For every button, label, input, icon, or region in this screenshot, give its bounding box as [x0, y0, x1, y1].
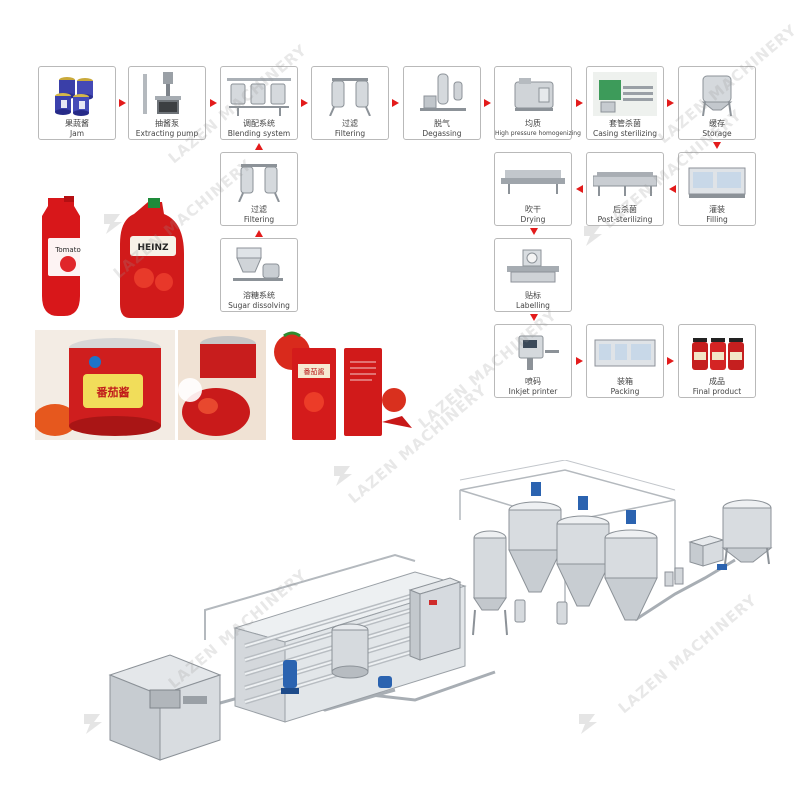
storage-tank-image	[685, 72, 749, 116]
step-label-en: Degassing	[422, 129, 462, 138]
step-label-en: Filling	[706, 215, 728, 224]
inkjet-printer-image	[501, 330, 565, 374]
step-label-cn: 吹干	[525, 205, 541, 214]
step-blending-system: 调配系统 Blending system	[220, 66, 298, 140]
step-post-sterilizing: 后杀菌 Post-sterilizing	[586, 152, 664, 226]
homogenizer-image	[501, 72, 565, 116]
flow-arrow	[667, 357, 674, 365]
flow-arrow	[210, 99, 217, 107]
tube-sterilizer-image	[593, 72, 657, 116]
sachet-label-text: 番茄酱	[304, 367, 325, 376]
ketchup-sachet-photo: 番茄酱	[268, 330, 418, 445]
step-label-cn: 过滤	[342, 119, 358, 128]
ketchup-production-line-3d	[95, 460, 785, 790]
step-label-en: Final product	[692, 387, 742, 396]
step-label-cn: 贴标	[525, 291, 541, 300]
step-jam: 果蔬酱 Jam	[38, 66, 116, 140]
step-drying: 吹干 Drying	[494, 152, 572, 226]
step-labelling: 贴标 Labelling	[494, 238, 572, 312]
step-label-en: Extracting pump	[135, 129, 199, 138]
degasser-image	[410, 72, 474, 116]
flow-arrow	[576, 357, 583, 365]
step-label-en: Sugar dissolving	[228, 301, 290, 310]
bottle-brand-text: Tomato	[54, 246, 81, 254]
blending-tanks-image	[227, 72, 291, 116]
step-label-en: Inkjet printer	[508, 387, 558, 396]
step-filtering-2: 过滤 Filtering	[220, 152, 298, 226]
step-storage: 缓存 Storage	[678, 66, 756, 140]
flow-arrow	[255, 230, 263, 237]
flow-arrow	[484, 99, 491, 107]
step-filtering: 过滤 Filtering	[311, 66, 389, 140]
step-label-cn: 调配系统	[243, 119, 275, 128]
duplex-filter-image	[227, 158, 291, 202]
step-label-en: Packing	[610, 387, 640, 396]
step-label-cn: 装箱	[617, 377, 633, 386]
step-label-cn: 溶糖系统	[243, 291, 275, 300]
flow-arrow	[576, 99, 583, 107]
step-homogenizing: 均质 High pressure homogenizing	[494, 66, 581, 140]
filling-machine-image	[685, 158, 749, 202]
step-label-cn: 均质	[525, 119, 541, 128]
step-final-product: 成品 Final product	[678, 324, 756, 398]
extracting-pump-image	[135, 72, 199, 116]
flow-arrow	[576, 185, 583, 193]
step-label-cn: 果蔬酱	[65, 119, 89, 128]
pouch-brand-text: HEINZ	[137, 243, 169, 253]
step-label-cn: 喷码	[525, 377, 541, 386]
flow-arrow	[255, 143, 263, 150]
can-label-text: 番茄酱	[96, 385, 130, 399]
step-extracting-pump: 抽酱泵 Extracting pump	[128, 66, 206, 140]
step-label-cn: 抽酱泵	[155, 119, 179, 128]
flow-arrow	[530, 314, 538, 321]
labelling-machine-image	[501, 244, 565, 288]
flow-arrow	[119, 99, 126, 107]
step-casing-sterilizing: 套管杀菌 Casing sterilizing	[586, 66, 664, 140]
jam-cans-image	[45, 72, 109, 116]
sugar-dissolver-image	[227, 244, 291, 288]
tomato-paste-can-photo: 番茄酱	[35, 330, 175, 440]
step-filling: 灌装 Filling	[678, 152, 756, 226]
step-label-cn: 过滤	[251, 205, 267, 214]
step-label-en: Post-sterilizing	[597, 215, 653, 224]
step-label-cn: 脱气	[434, 119, 450, 128]
step-label-en: High pressure homogenizing	[495, 130, 581, 137]
step-label-en: Jam	[69, 129, 85, 138]
flow-arrow	[713, 142, 721, 149]
step-label-en: Drying	[520, 215, 546, 224]
tunnel-pasteurizer-image	[593, 158, 657, 202]
step-label-en: Casing sterilizing	[592, 129, 658, 138]
duplex-filter-image	[318, 72, 382, 116]
flow-arrow	[301, 99, 308, 107]
step-label-cn: 套管杀菌	[609, 119, 641, 128]
step-label-cn: 缓存	[709, 119, 725, 128]
step-label-en: Blending system	[227, 129, 291, 138]
step-label-cn: 后杀菌	[613, 205, 637, 214]
flow-arrow	[667, 99, 674, 107]
tomato-puree-photo	[178, 330, 266, 440]
sauce-jars-image	[685, 330, 749, 374]
step-packing: 装箱 Packing	[586, 324, 664, 398]
step-sugar-dissolving: 溶糖系统 Sugar dissolving	[220, 238, 298, 312]
step-label-en: Filtering	[334, 129, 366, 138]
packing-machine-image	[593, 330, 657, 374]
step-inkjet-printer: 喷码 Inkjet printer	[494, 324, 572, 398]
step-label-cn: 灌装	[709, 205, 725, 214]
flow-arrow	[530, 228, 538, 235]
flow-arrow	[669, 185, 676, 193]
step-degassing: 脱气 Degassing	[403, 66, 481, 140]
step-label-en: Storage	[702, 129, 732, 138]
step-label-cn: 成品	[709, 377, 725, 386]
step-label-en: Filtering	[243, 215, 275, 224]
step-label-en: Labelling	[516, 301, 550, 310]
flow-arrow	[392, 99, 399, 107]
drying-conveyor-image	[501, 158, 565, 202]
ketchup-bottle-and-pouch-photo: Tomato HEINZ	[40, 196, 220, 324]
